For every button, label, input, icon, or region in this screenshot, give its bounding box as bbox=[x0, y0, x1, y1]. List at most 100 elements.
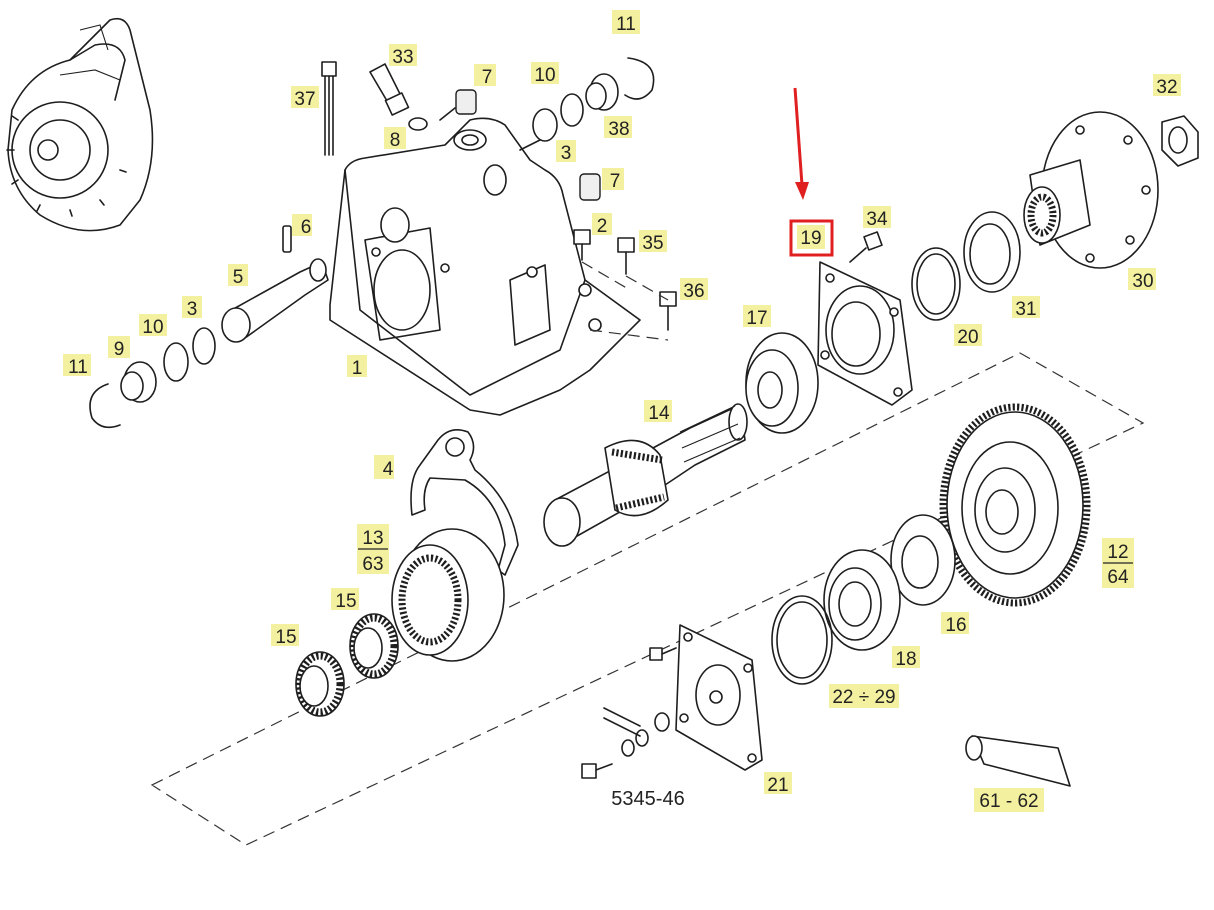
svg-text:3: 3 bbox=[561, 143, 572, 164]
svg-text:34: 34 bbox=[866, 209, 888, 230]
o-ring bbox=[163, 342, 189, 382]
callout-19-highlighted: 19 bbox=[797, 225, 825, 249]
leader-lines bbox=[581, 261, 669, 341]
callout-9: 9 bbox=[108, 336, 130, 360]
svg-text:63: 63 bbox=[362, 554, 383, 575]
svg-text:37: 37 bbox=[294, 89, 315, 110]
callout-15: 15 bbox=[271, 624, 299, 648]
callout-10: 10 bbox=[139, 314, 167, 338]
gearbox-housing bbox=[329, 107, 641, 416]
svg-text:32: 32 bbox=[1156, 77, 1177, 98]
dashed-group-outline bbox=[150, 352, 1145, 846]
svg-text:35: 35 bbox=[642, 233, 663, 254]
callout-1: 1 bbox=[347, 355, 367, 379]
bolt bbox=[849, 231, 883, 263]
svg-text:10: 10 bbox=[142, 317, 163, 338]
svg-text:11: 11 bbox=[616, 14, 636, 35]
main-shaft bbox=[543, 403, 748, 547]
highlight-box bbox=[789, 219, 834, 257]
o-ring bbox=[192, 327, 216, 365]
svg-text:15: 15 bbox=[335, 591, 356, 612]
svg-text:16: 16 bbox=[945, 615, 966, 636]
callout-8: 8 bbox=[384, 127, 406, 151]
callout-7: 7 bbox=[602, 168, 624, 192]
synchro-ring bbox=[295, 651, 345, 717]
callout-7: 7 bbox=[474, 64, 496, 88]
svg-text:38: 38 bbox=[608, 119, 629, 140]
o-ring bbox=[532, 108, 558, 142]
callout-15: 15 bbox=[331, 588, 359, 612]
drawing-code: 5345-46 bbox=[611, 788, 684, 810]
callout-38: 38 bbox=[604, 116, 632, 140]
sliding-sleeve bbox=[391, 528, 505, 662]
svg-text:33: 33 bbox=[392, 47, 413, 68]
sensor bbox=[369, 63, 428, 131]
callout-17: 17 bbox=[743, 305, 771, 329]
rear-cover bbox=[675, 624, 763, 771]
bolt bbox=[573, 229, 591, 261]
svg-text:8: 8 bbox=[390, 130, 401, 151]
callout-18: 18 bbox=[892, 646, 920, 670]
long-bolt bbox=[321, 61, 337, 156]
svg-text:9: 9 bbox=[114, 339, 125, 360]
threaded-plug bbox=[455, 89, 477, 115]
callout-30: 30 bbox=[1128, 268, 1156, 292]
callout-61-62: 61 - 62 bbox=[974, 788, 1044, 812]
bushing bbox=[120, 361, 157, 403]
seal-ring bbox=[916, 253, 956, 315]
svg-text:21: 21 bbox=[767, 775, 788, 796]
callout-21: 21 bbox=[764, 772, 792, 796]
roller-bearing bbox=[823, 549, 901, 651]
svg-text:61 - 62: 61 - 62 bbox=[979, 791, 1038, 812]
flange-nut bbox=[1161, 115, 1199, 167]
bolt bbox=[649, 647, 677, 661]
seal-ring bbox=[911, 247, 961, 321]
highlight-arrow bbox=[793, 87, 809, 200]
svg-text:20: 20 bbox=[957, 327, 978, 348]
callout-6: 6 bbox=[292, 214, 312, 238]
callout-34: 34 bbox=[863, 206, 891, 230]
svg-text:18: 18 bbox=[895, 649, 916, 670]
shim bbox=[771, 595, 833, 685]
callout-32: 32 bbox=[1153, 74, 1181, 98]
svg-text:2: 2 bbox=[597, 216, 608, 237]
callout-11: 11 bbox=[612, 10, 640, 35]
callout-35: 35 bbox=[639, 230, 667, 254]
shift-fork bbox=[410, 429, 519, 576]
callout-5: 5 bbox=[228, 264, 248, 288]
callout-3: 3 bbox=[556, 140, 576, 164]
callout-12-64: 12 64 bbox=[1102, 538, 1134, 588]
svg-text:13: 13 bbox=[362, 528, 383, 549]
bolt bbox=[659, 291, 677, 331]
synchro-ring bbox=[349, 613, 399, 679]
snap-ring bbox=[89, 383, 121, 429]
o-ring bbox=[560, 93, 584, 127]
callout-36: 36 bbox=[680, 278, 708, 302]
reference-housing-drawing bbox=[6, 17, 154, 232]
callout-11: 11 bbox=[63, 354, 91, 378]
shift-shaft bbox=[221, 258, 329, 343]
svg-text:4: 4 bbox=[383, 459, 394, 480]
bearing bbox=[745, 332, 819, 434]
snap-ring bbox=[624, 57, 655, 100]
bolt bbox=[617, 237, 635, 275]
svg-text:64: 64 bbox=[1107, 567, 1129, 588]
callout-20: 20 bbox=[954, 324, 982, 348]
callout-22-29: 22 ÷ 29 bbox=[829, 684, 899, 708]
svg-text:11: 11 bbox=[68, 357, 88, 378]
svg-text:12: 12 bbox=[1107, 542, 1128, 563]
svg-text:15: 15 bbox=[275, 627, 296, 648]
svg-text:19: 19 bbox=[800, 228, 821, 249]
bearing-flange-cover bbox=[817, 261, 913, 406]
callout-3: 3 bbox=[182, 296, 202, 320]
large-gear bbox=[939, 403, 1091, 607]
svg-text:10: 10 bbox=[534, 65, 555, 86]
callout-37: 37 bbox=[291, 86, 319, 110]
callout-4: 4 bbox=[374, 455, 394, 480]
svg-text:1: 1 bbox=[352, 358, 363, 379]
svg-text:17: 17 bbox=[746, 308, 767, 329]
spacer-ring bbox=[901, 535, 939, 589]
oil-seal bbox=[969, 223, 1011, 285]
callout-13-63: 13 63 bbox=[357, 524, 389, 575]
